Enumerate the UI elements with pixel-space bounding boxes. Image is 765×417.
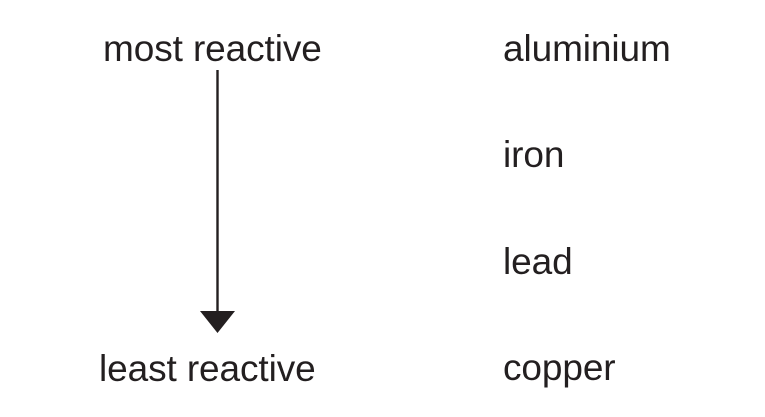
metal-item-aluminium: aluminium xyxy=(503,28,671,69)
metal-item-lead: lead xyxy=(503,241,573,282)
metal-item-iron: iron xyxy=(503,134,565,175)
arrow-head-icon xyxy=(200,311,235,333)
decreasing-reactivity-arrow xyxy=(198,70,238,336)
least-reactive-label: least reactive xyxy=(99,348,316,389)
arrow-shape xyxy=(200,70,235,333)
metal-item-copper: copper xyxy=(503,347,616,388)
most-reactive-label: most reactive xyxy=(103,28,322,69)
